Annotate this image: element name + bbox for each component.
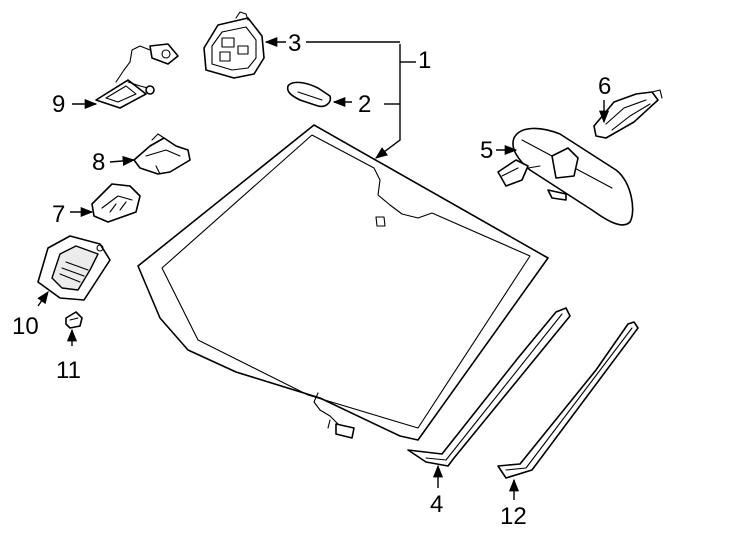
callout-7: 7 — [52, 201, 65, 228]
callout-3: 3 — [288, 30, 301, 57]
windshield-glass — [137, 124, 549, 441]
part-6-mount — [593, 89, 663, 139]
part-4-molding — [407, 307, 571, 467]
part-11-clip — [65, 311, 83, 329]
callout-6: 6 — [598, 73, 611, 100]
part-8-clip — [133, 133, 191, 175]
leader-10 — [37, 290, 49, 307]
part-9-harness-bracket — [95, 43, 179, 109]
callout-1: 1 — [418, 47, 431, 74]
part-7-bracket — [91, 183, 141, 223]
part-3-camera-bracket — [203, 11, 265, 79]
leader-8 — [109, 155, 136, 166]
callout-5: 5 — [480, 137, 493, 164]
callout-9: 9 — [52, 91, 65, 118]
part-5-mirror — [497, 127, 634, 226]
callout-10: 10 — [12, 313, 39, 340]
callout-2: 2 — [358, 91, 371, 118]
part-12-molding — [497, 321, 639, 479]
callout-12: 12 — [500, 503, 527, 530]
leader-1 — [306, 41, 416, 159]
callout-11: 11 — [56, 357, 81, 384]
part-2-cover — [286, 81, 332, 108]
callout-8: 8 — [92, 149, 105, 176]
part-10-cover — [37, 235, 111, 301]
callout-4: 4 — [430, 491, 443, 518]
